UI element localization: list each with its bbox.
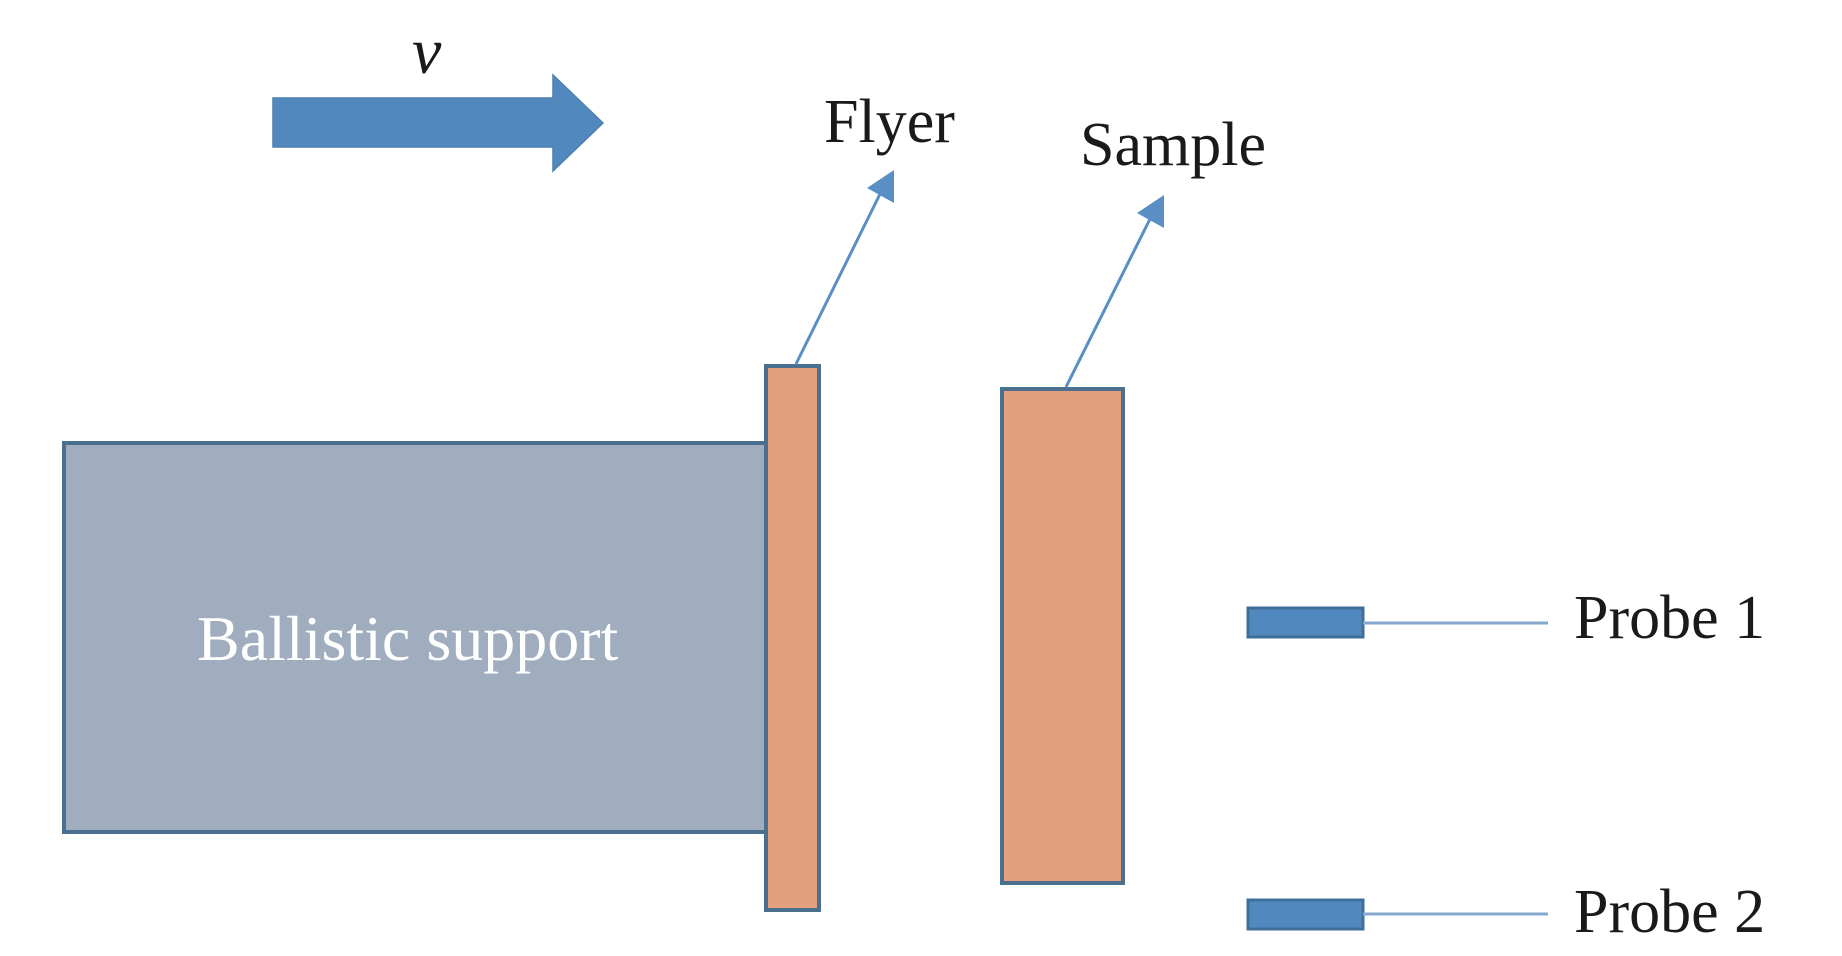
probe-1-label: Probe 1: [1574, 584, 1765, 652]
probe-1: [1246, 606, 1548, 639]
ballistic-support-label: Ballistic support: [197, 603, 619, 674]
sample-leader: [1064, 195, 1164, 388]
probe-2: [1246, 898, 1548, 931]
flyer-label: Flyer: [824, 88, 955, 156]
ballistic-support-block: [62, 441, 770, 834]
probe-2-sensor: [1246, 898, 1365, 931]
velocity-arrow: [272, 73, 605, 173]
flyer-plate: [764, 364, 821, 912]
velocity-label: v: [412, 15, 442, 88]
velocity-arrow-shape: [272, 73, 605, 173]
sample-leader-arrowhead-icon: [1137, 195, 1164, 228]
sample-plate: [1000, 387, 1125, 885]
flyer-leader-arrowhead-icon: [867, 170, 894, 203]
flyer-leader-line: [794, 189, 884, 365]
sample-leader-line: [1064, 214, 1154, 388]
flyer-leader: [794, 170, 894, 365]
probe-1-sensor: [1246, 606, 1365, 639]
sample-label: Sample: [1080, 111, 1266, 179]
probe-2-label: Probe 2: [1574, 878, 1765, 946]
